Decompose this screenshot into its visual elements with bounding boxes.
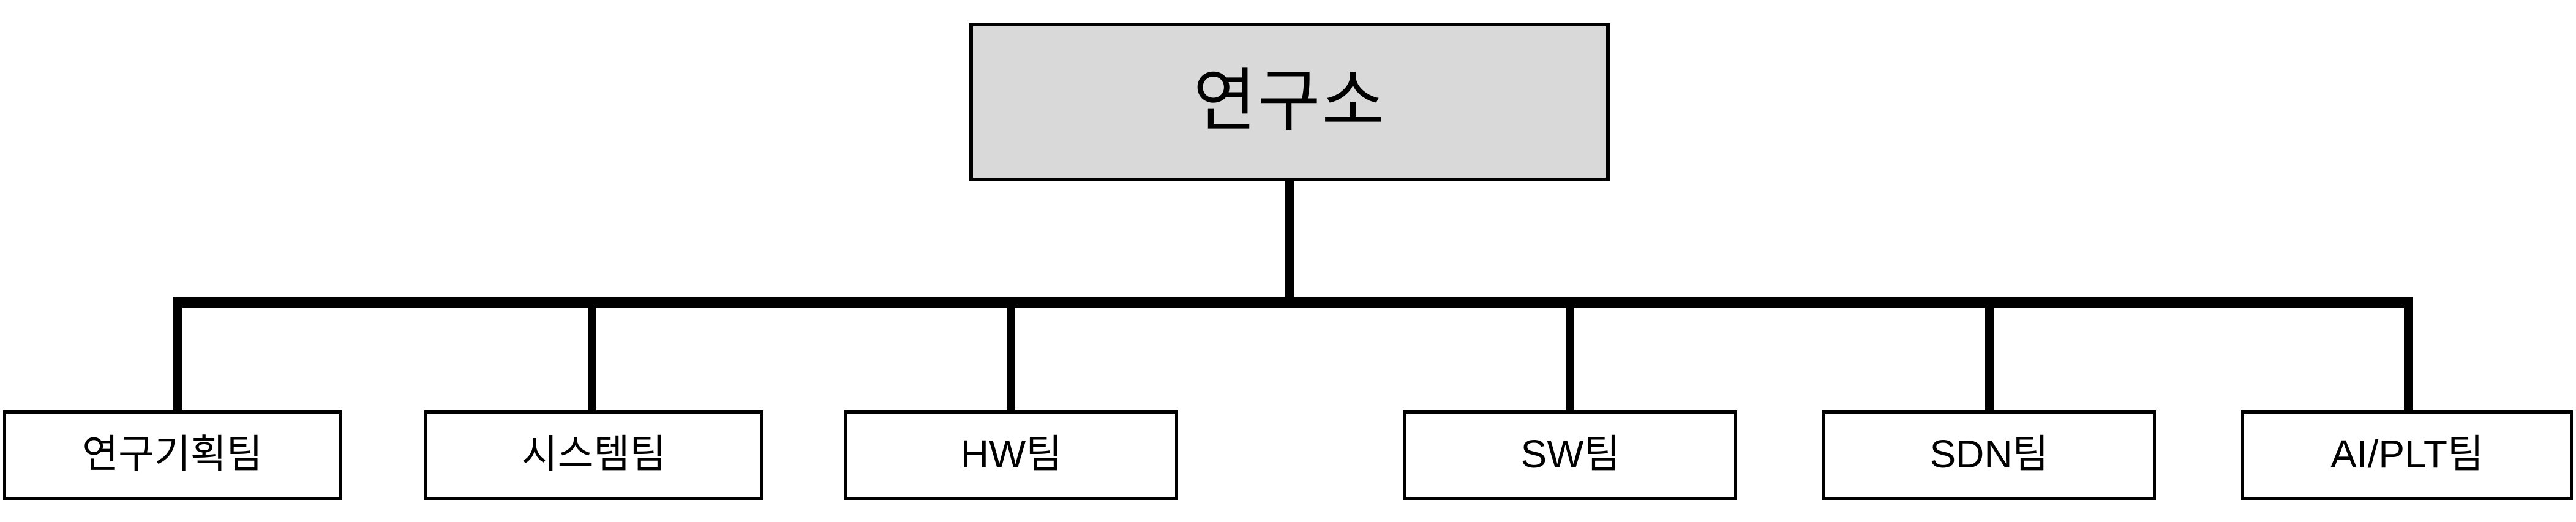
org-node-root[interactable]: 연구소 xyxy=(969,23,1610,181)
connector-horizontal-bus xyxy=(173,297,2413,308)
org-node-child-1[interactable]: 연구기획팀 xyxy=(3,410,342,500)
org-node-child-2[interactable]: 시스템팀 xyxy=(424,410,763,500)
org-node-child-6-label: AI/PLT팀 xyxy=(2330,432,2484,476)
org-node-child-6[interactable]: AI/PLT팀 xyxy=(2241,410,2573,500)
connector-drop-1 xyxy=(173,297,182,410)
connector-root-stem xyxy=(1285,181,1294,300)
connector-drop-2 xyxy=(588,297,596,410)
org-node-root-label: 연구소 xyxy=(1193,62,1386,139)
org-node-child-1-label: 연구기획팀 xyxy=(82,432,263,476)
connector-drop-6 xyxy=(2404,297,2413,410)
connector-drop-3 xyxy=(1007,297,1015,410)
org-node-child-5-label: SDN팀 xyxy=(1929,432,2049,476)
org-node-child-5[interactable]: SDN팀 xyxy=(1822,410,2156,500)
connector-drop-4 xyxy=(1566,297,1574,410)
org-node-child-3[interactable]: HW팀 xyxy=(844,410,1178,500)
org-node-child-3-label: HW팀 xyxy=(960,432,1062,476)
org-node-child-4[interactable]: SW팀 xyxy=(1403,410,1737,500)
org-node-child-2-label: 시스템팀 xyxy=(521,432,666,476)
connector-drop-5 xyxy=(1985,297,1994,410)
org-node-child-4-label: SW팀 xyxy=(1520,432,1620,476)
